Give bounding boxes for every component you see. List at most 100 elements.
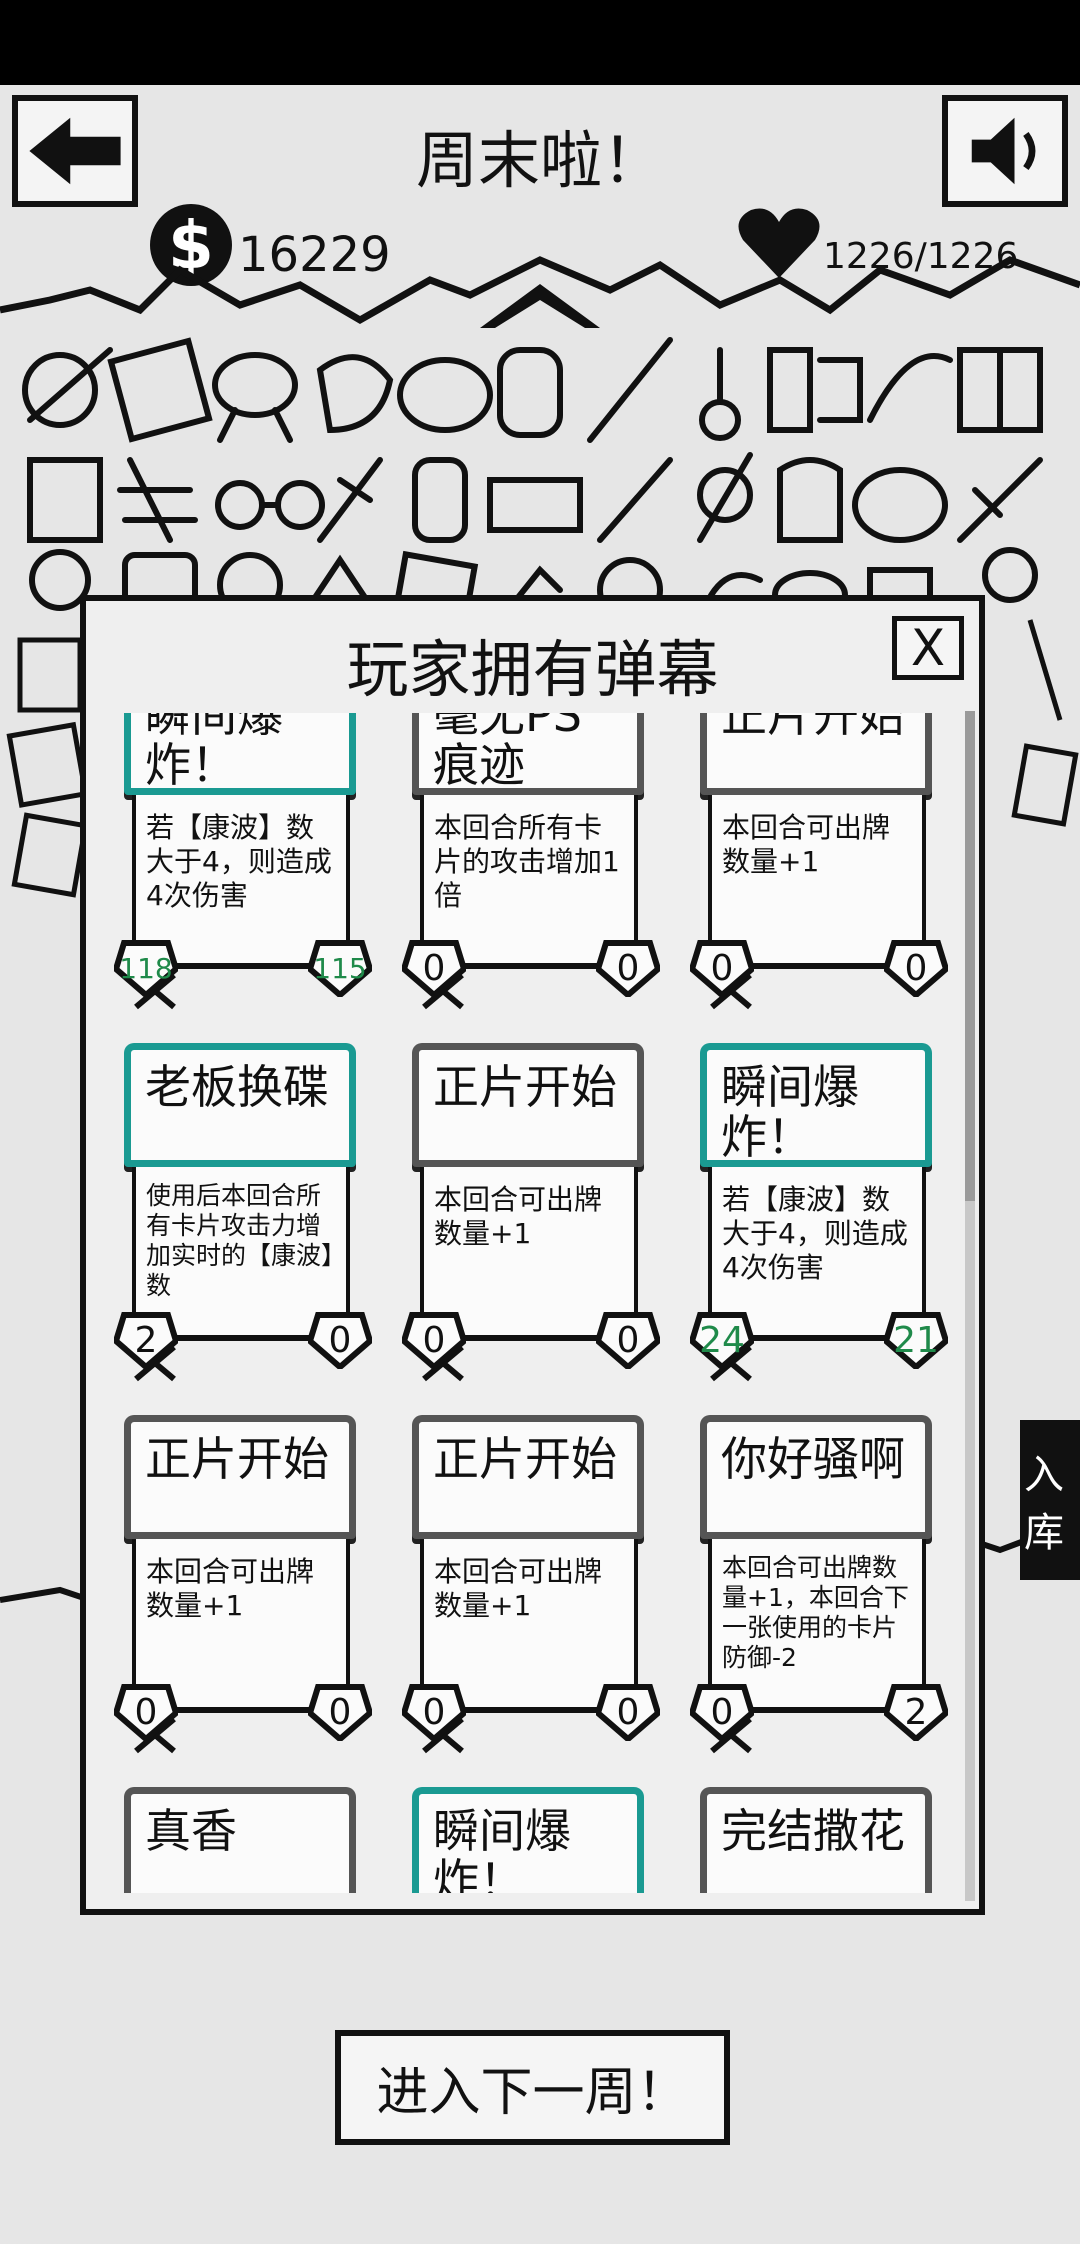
defense-shield-icon: [596, 940, 660, 997]
card-title: 毫无PS痕迹: [412, 713, 644, 795]
attack-value: 0: [422, 1691, 446, 1733]
defense-stat: 0: [308, 1683, 372, 1741]
card-title: 老板换碟: [124, 1043, 356, 1167]
attack-shield-icon: [690, 940, 754, 997]
doodle-items-icon: [22, 337, 1043, 630]
next-week-button[interactable]: 进入下一周！: [335, 2030, 730, 2145]
defense-shield-icon: [884, 1684, 948, 1741]
header: 周末啦！ $ 16229 1226/1226: [0, 85, 1080, 365]
card-title: 正片开始: [124, 1415, 356, 1539]
danmaku-card[interactable]: 完结撒花: [690, 1787, 945, 1893]
attack-value: 0: [422, 947, 446, 989]
defense-value: 115: [313, 951, 367, 985]
defense-value: 0: [328, 1691, 352, 1733]
card-title: 真香: [124, 1787, 356, 1893]
attack-shield-icon: [690, 1312, 754, 1369]
card-description: 本回合所有卡片的攻击增加1倍: [420, 795, 638, 969]
library-tab-label: 入: [1024, 1452, 1064, 1498]
defense-stat: 115: [308, 939, 372, 997]
defense-shield-icon: [596, 1684, 660, 1741]
defense-stat: 2: [884, 1683, 948, 1741]
attack-value: 0: [710, 1691, 734, 1733]
danmaku-card[interactable]: 真香: [114, 1787, 369, 1893]
defense-shield-icon: [884, 1312, 948, 1369]
back-arrow-icon: [29, 117, 121, 185]
defense-stat: 0: [596, 1311, 660, 1369]
defense-shield-icon: [308, 1312, 372, 1369]
defense-shield-icon: [596, 1312, 660, 1369]
collapse-chevron-icon[interactable]: [470, 278, 610, 334]
sound-button[interactable]: [942, 95, 1068, 207]
card-title: 瞬间爆炸！: [412, 1787, 644, 1893]
doodle-strip-icon: [6, 637, 89, 898]
back-button[interactable]: [12, 95, 138, 207]
card-title: 你好骚啊: [700, 1415, 932, 1539]
attack-stat: 0: [114, 1683, 178, 1741]
item-doodle-grid: [0, 330, 1080, 630]
attack-value: 118: [119, 951, 173, 985]
card-title: 完结撒花: [700, 1787, 932, 1893]
doodle-strip-icon: [1011, 619, 1079, 827]
attack-shield-icon: [114, 1312, 178, 1369]
defense-value: 2: [904, 1691, 928, 1733]
attack-stat: 2: [114, 1311, 178, 1369]
card-title: 瞬间爆炸！: [700, 1043, 932, 1167]
money-display: $ 16229: [150, 200, 391, 290]
health-value: 1226/1226: [823, 235, 1019, 277]
defense-stat: 0: [596, 939, 660, 997]
left-doodle-strip: [0, 620, 89, 920]
right-doodle-strip: [1010, 600, 1080, 900]
defense-value: 0: [616, 1319, 640, 1361]
defense-value: 0: [616, 1691, 640, 1733]
attack-shield-icon: [114, 940, 178, 997]
defense-value: 0: [328, 1319, 352, 1361]
library-side-tab[interactable]: 入 库: [1020, 1420, 1080, 1580]
attack-shield-icon: [690, 1684, 754, 1741]
week-title: 周末啦！: [415, 124, 664, 197]
attack-value: 0: [710, 947, 734, 989]
library-tab-label: 库: [1024, 1510, 1064, 1556]
card-title: 正片开始: [700, 713, 932, 795]
attack-stat: 0: [402, 939, 466, 997]
sound-icon: [971, 117, 1036, 185]
card-description: 本回合可出牌数量+1: [708, 795, 926, 969]
card-title: 瞬间爆炸！: [124, 713, 356, 795]
danmaku-card[interactable]: 瞬间爆炸！: [402, 1787, 657, 1893]
defense-value: 0: [616, 947, 640, 989]
defense-shield-icon: [308, 1684, 372, 1741]
attack-stat: 0: [402, 1683, 466, 1741]
heart-icon: [735, 204, 823, 286]
attack-shield-icon: [402, 1684, 466, 1741]
defense-value: 21: [893, 1319, 939, 1361]
health-display: 1226/1226: [735, 195, 1018, 295]
attack-value: 2: [134, 1319, 158, 1361]
defense-stat: 21: [884, 1311, 948, 1369]
close-button[interactable]: X: [892, 616, 964, 680]
attack-value: 24: [699, 1319, 745, 1361]
defense-value: 0: [904, 947, 928, 989]
attack-shield-icon: [402, 1312, 466, 1369]
defense-stat: 0: [596, 1683, 660, 1741]
defense-stat: 0: [308, 1311, 372, 1369]
scroll-thumb[interactable]: [965, 711, 975, 1201]
money-value: 16229: [238, 227, 391, 283]
card-title: 正片开始: [412, 1043, 644, 1167]
card-title: 正片开始: [412, 1415, 644, 1539]
attack-value: 0: [422, 1319, 446, 1361]
attack-stat: 118: [114, 939, 178, 997]
modal-title: 玩家拥有弹幕: [346, 633, 719, 706]
scrollbar[interactable]: [965, 711, 975, 1901]
card-description: 使用后本回合所有卡片攻击力增加实时的【康波】数: [132, 1167, 350, 1341]
